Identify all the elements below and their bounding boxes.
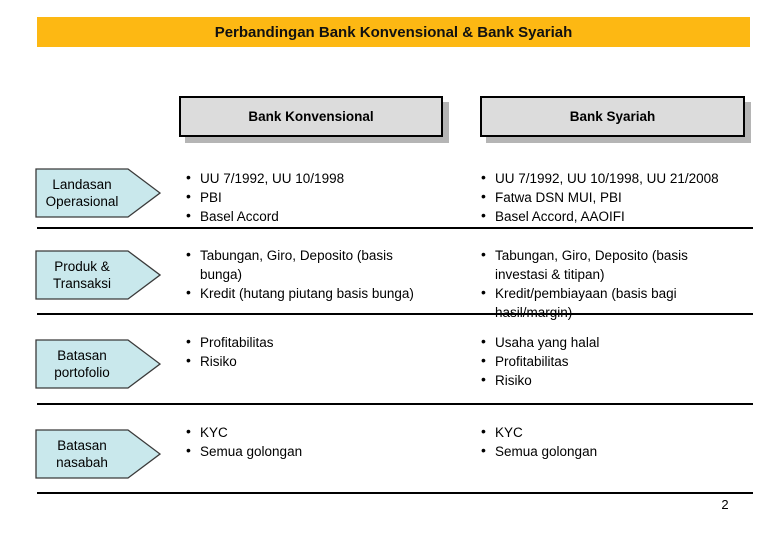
pentagon-arrow-icon bbox=[35, 339, 161, 389]
bullet-item: Basel Accord bbox=[185, 206, 435, 226]
bullet-list-syariah-produk: Tabungan, Giro, Deposito (basis investas… bbox=[480, 245, 728, 322]
row-separator bbox=[37, 403, 753, 405]
bullet-item: Risiko bbox=[480, 370, 728, 390]
row-separator bbox=[37, 227, 753, 229]
column-header-label: Bank Konvensional bbox=[248, 109, 374, 124]
bottom-rule bbox=[37, 492, 753, 494]
bullet-list-konvensional-landasan: UU 7/1992, UU 10/1998 PBI Basel Accord bbox=[185, 168, 435, 226]
row-arrow-landasan-operasional: Landasan Operasional bbox=[35, 168, 161, 218]
bullet-list-konvensional-portofolio: Profitabilitas Risiko bbox=[185, 332, 435, 371]
row-label: Produk & Transaksi bbox=[52, 259, 111, 291]
row-separator bbox=[37, 313, 753, 315]
bullet-item: Semua golongan bbox=[480, 441, 728, 461]
bullet-item: Profitabilitas bbox=[480, 351, 728, 371]
slide-title: Perbandingan Bank Konvensional & Bank Sy… bbox=[214, 23, 573, 41]
bullet-list-syariah-portofolio: Usaha yang halal Profitabilitas Risiko bbox=[480, 332, 728, 390]
bullet-list-syariah-nasabah: KYC Semua golongan bbox=[480, 422, 728, 461]
row-label: Batasan portofolio bbox=[54, 348, 110, 380]
bullet-item: PBI bbox=[185, 187, 435, 207]
column-header-konvensional: Bank Konvensional bbox=[179, 96, 443, 137]
bullet-item: UU 7/1992, UU 10/1998, UU 21/2008 bbox=[480, 168, 728, 188]
bullet-list-syariah-landasan: UU 7/1992, UU 10/1998, UU 21/2008 Fatwa … bbox=[480, 168, 728, 226]
bullet-item: UU 7/1992, UU 10/1998 bbox=[185, 168, 435, 188]
row-arrow-batasan-portofolio: Batasan portofolio bbox=[35, 339, 161, 389]
column-header-label: Bank Syariah bbox=[569, 109, 656, 124]
bullet-item: Usaha yang halal bbox=[480, 332, 728, 352]
pentagon-arrow-icon bbox=[35, 168, 161, 218]
bullet-item: KYC bbox=[480, 422, 728, 442]
page-number: 2 bbox=[721, 497, 729, 512]
bullet-item: Profitabilitas bbox=[185, 332, 435, 352]
pentagon-arrow-icon bbox=[35, 429, 161, 479]
bullet-item: Kredit (hutang piutang basis bunga) bbox=[185, 283, 435, 303]
bullet-item: Risiko bbox=[185, 351, 435, 371]
bullet-item: Semua golongan bbox=[185, 441, 435, 461]
slide-title-bar: Perbandingan Bank Konvensional & Bank Sy… bbox=[37, 17, 750, 47]
bullet-item: Tabungan, Giro, Deposito (basis investas… bbox=[480, 245, 728, 284]
bullet-item: KYC bbox=[185, 422, 435, 442]
bullet-item: Basel Accord, AAOIFI bbox=[480, 206, 728, 226]
row-label: Batasan nasabah bbox=[56, 438, 108, 470]
column-header-syariah: Bank Syariah bbox=[480, 96, 745, 137]
bullet-item: Tabungan, Giro, Deposito (basis bunga) bbox=[185, 245, 435, 284]
bullet-list-konvensional-nasabah: KYC Semua golongan bbox=[185, 422, 435, 461]
pentagon-arrow-icon bbox=[35, 250, 161, 300]
bullet-list-konvensional-produk: Tabungan, Giro, Deposito (basis bunga) K… bbox=[185, 245, 435, 303]
row-arrow-produk-transaksi: Produk & Transaksi bbox=[35, 250, 161, 300]
bullet-item: Fatwa DSN MUI, PBI bbox=[480, 187, 728, 207]
row-label: Landasan Operasional bbox=[45, 177, 119, 209]
row-arrow-batasan-nasabah: Batasan nasabah bbox=[35, 429, 161, 479]
bullet-item: Kredit/pembiayaan (basis bagi hasil/marg… bbox=[480, 283, 728, 322]
